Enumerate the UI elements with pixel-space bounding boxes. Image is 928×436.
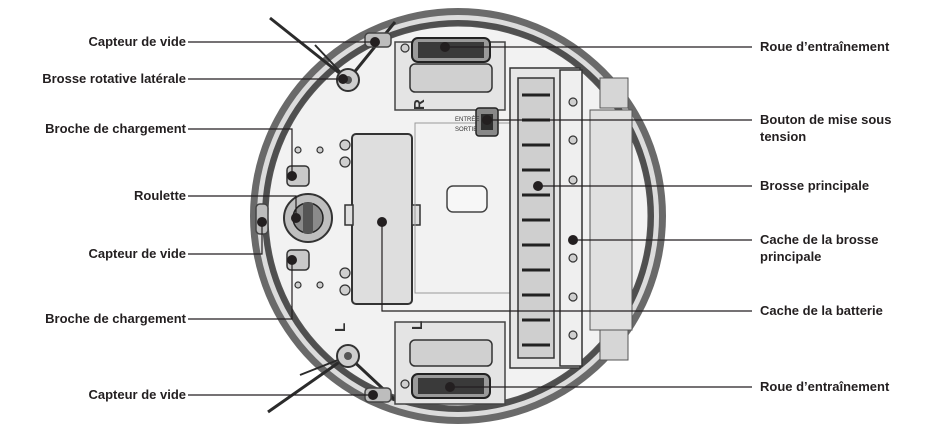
screws bbox=[294, 43, 578, 389]
leader-caster-dot bbox=[291, 213, 301, 223]
leader-drive-wheel-bottom-dot bbox=[445, 382, 455, 392]
leader-drive-wheel-top-dot bbox=[440, 42, 450, 52]
leader-main-brush-cover-dot bbox=[568, 235, 578, 245]
label-main-brush-cover: Cache de la brosse principale bbox=[760, 232, 879, 264]
leader-charging-pin-top-dot bbox=[287, 171, 297, 181]
main-brush-bristles bbox=[522, 93, 550, 347]
leader-cliff-sensor-middle-dot bbox=[257, 217, 267, 227]
label-charging-pin-bottom: Broche de chargement bbox=[45, 311, 186, 326]
leader-charging-pin-top bbox=[188, 128, 293, 176]
wheel-mark-l-2: L bbox=[332, 323, 349, 332]
leader-charging-pin-bottom bbox=[188, 260, 293, 320]
switch-mark-out: SORTIE bbox=[455, 127, 477, 133]
label-cliff-sensor-middle: Capteur de vide bbox=[88, 246, 186, 261]
label-power-switch: Bouton de mise sous tension bbox=[760, 112, 892, 144]
leader-battery-cover-dot bbox=[377, 217, 387, 227]
label-caster: Roulette bbox=[134, 188, 186, 203]
leader-power-switch-dot bbox=[482, 115, 492, 125]
leader-side-brush-dot bbox=[338, 74, 348, 84]
label-cliff-sensor-top: Capteur de vide bbox=[88, 34, 186, 49]
switch-mark-in: ENTRÉE bbox=[455, 116, 479, 123]
wheel-mark-l-1: L bbox=[409, 321, 426, 330]
label-cliff-sensor-bottom: Capteur de vide bbox=[88, 387, 186, 402]
label-battery-cover: Cache de la batterie bbox=[760, 303, 883, 318]
drive-wheel-top bbox=[409, 37, 493, 93]
leader-charging-pin-bottom-dot bbox=[287, 255, 297, 265]
label-side-brush: Brosse rotative latérale bbox=[42, 71, 186, 86]
main-brush-cover bbox=[559, 69, 583, 367]
label-charging-pin-top: Broche de chargement bbox=[45, 121, 186, 136]
label-drive-wheel-top: Roue d’entraînement bbox=[760, 39, 890, 54]
label-drive-wheel-bottom: Roue d’entraînement bbox=[760, 379, 890, 394]
label-main-brush: Brosse principale bbox=[760, 178, 870, 193]
leader-cliff-sensor-bottom-dot bbox=[368, 390, 378, 400]
leader-main-brush-dot bbox=[533, 181, 543, 191]
leader-cliff-sensor-top-dot bbox=[370, 37, 380, 47]
leader-caster bbox=[188, 195, 297, 218]
leader-cliff-sensor-middle bbox=[188, 222, 263, 255]
wheel-mark-r: R bbox=[411, 99, 428, 110]
leader-battery-cover bbox=[381, 222, 752, 312]
side-brush-bottom bbox=[267, 344, 397, 414]
side-brush-top bbox=[269, 16, 397, 92]
